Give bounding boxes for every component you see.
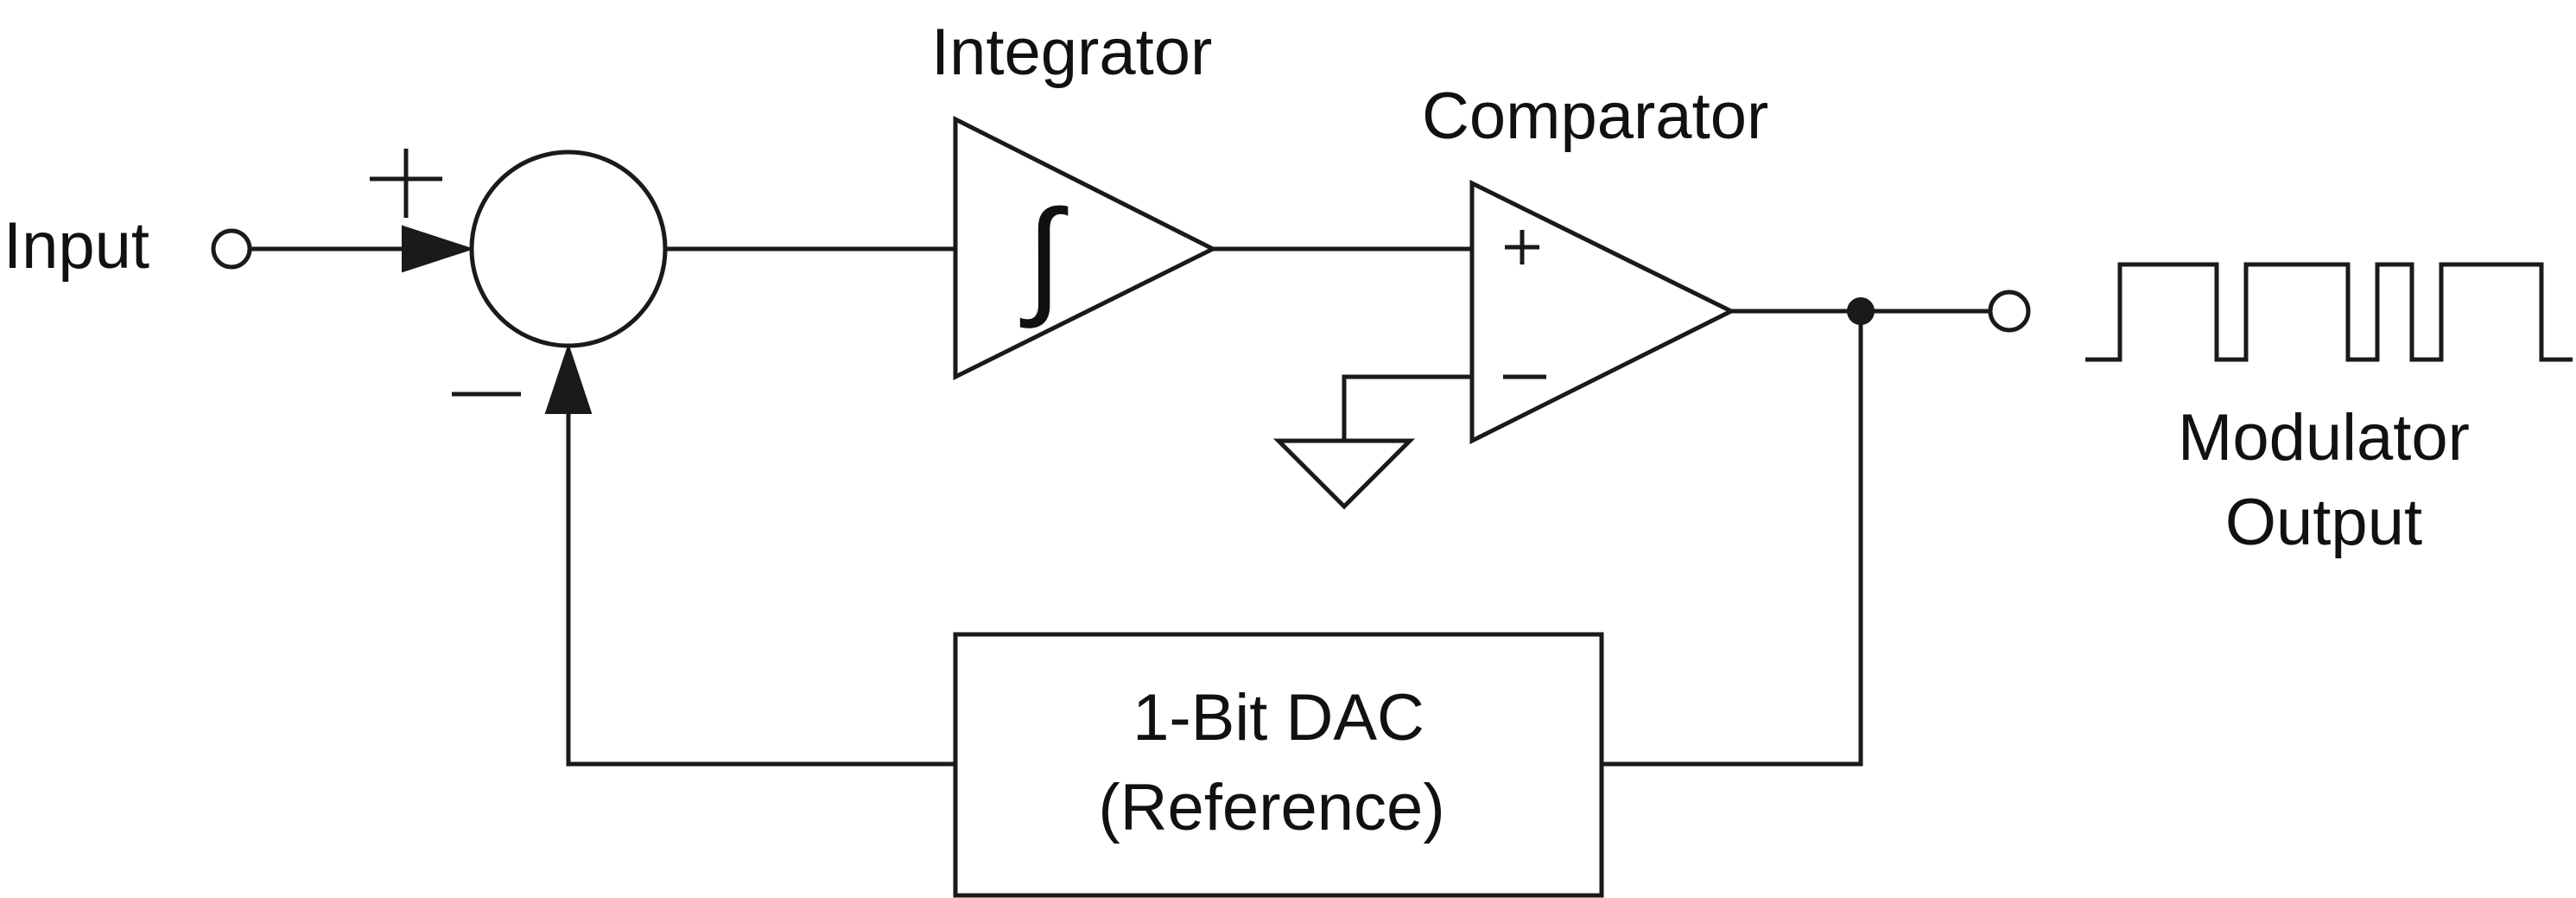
summing-plus-sign	[370, 149, 442, 218]
summing-junction	[469, 150, 668, 348]
input-label: Input	[3, 209, 149, 283]
comparator-plus-sign	[1505, 230, 1539, 264]
input-terminal	[211, 228, 252, 270]
integrator-triangle	[953, 115, 1218, 381]
dac-block	[953, 632, 1604, 898]
feedback-wire-right	[1602, 311, 1863, 767]
integrator-label: Integrator	[931, 16, 1212, 89]
comparator-label: Comparator	[1422, 80, 1768, 153]
output-waveform	[2085, 262, 2573, 362]
comparator-triangle	[1469, 179, 1736, 445]
comparator-ground-wire	[1342, 374, 1472, 441]
output-label-line1: Modulator	[2178, 401, 2470, 474]
input-arrowhead	[402, 225, 475, 273]
dac-label-line2: (Reference)	[1098, 771, 1444, 844]
output-label-line2: Output	[2225, 486, 2422, 559]
ground-symbol	[1272, 438, 1416, 510]
output-terminal	[1988, 290, 2031, 333]
integral-symbol: ∫	[1019, 183, 1069, 328]
dac-label-line1: 1-Bit DAC	[1133, 681, 1424, 755]
feedback-wire-left	[566, 406, 955, 767]
feedback-arrowhead	[544, 342, 593, 414]
